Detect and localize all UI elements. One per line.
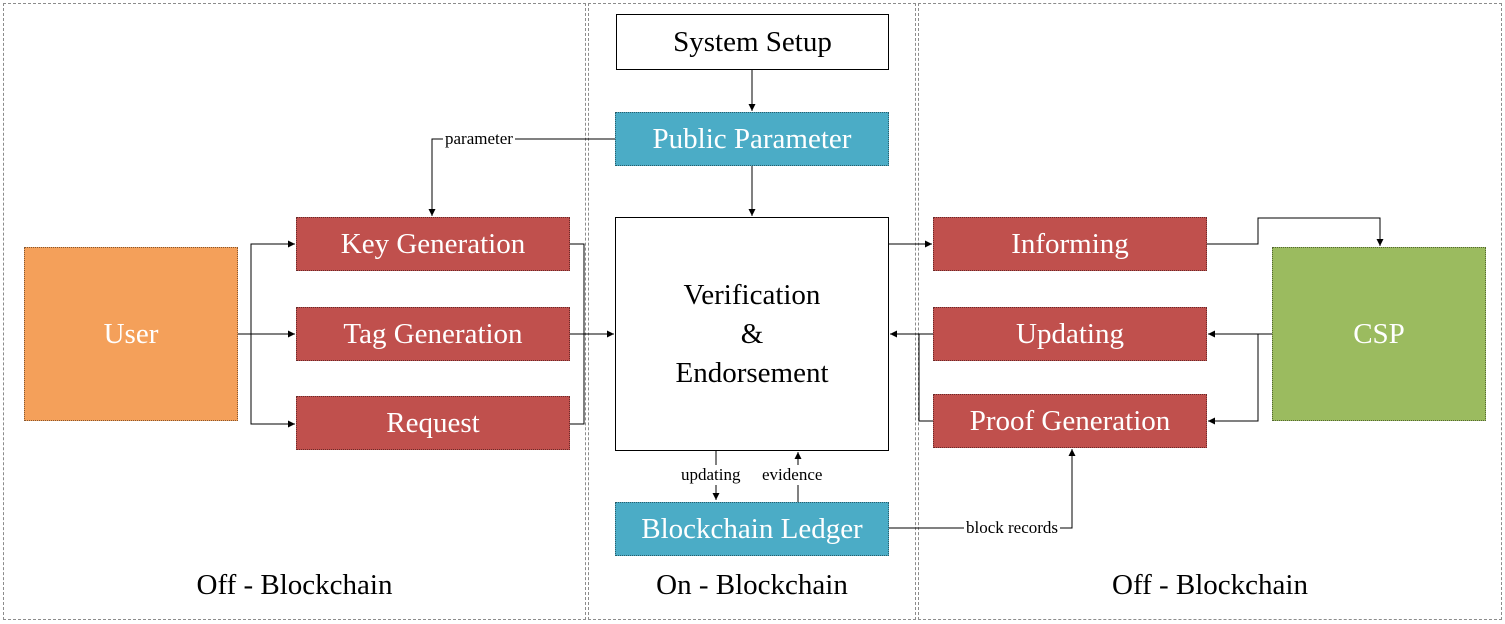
edge-label-evidence: evidence [760, 465, 825, 485]
public-parameter-label: Public Parameter [652, 122, 852, 155]
public-parameter-box: Public Parameter [615, 112, 889, 166]
tag-generation-box: Tag Generation [296, 307, 570, 361]
footer-on-blockchain: On - Blockchain [656, 569, 848, 601]
informing-label: Informing [1011, 227, 1129, 260]
edge-proof-out [918, 334, 933, 422]
request-box: Request [296, 396, 570, 450]
edge-csp-to-proof [1208, 334, 1259, 425]
verification-label-line1: Verification [683, 278, 821, 311]
informing-box: Informing [933, 217, 1207, 271]
edge-request-out [570, 334, 585, 425]
edge-label-updating: updating [679, 465, 743, 485]
updating-box: Updating [933, 307, 1207, 361]
request-label: Request [386, 406, 480, 439]
user-box: User [24, 247, 238, 421]
proof-generation-label: Proof Generation [969, 404, 1171, 437]
edge-label-parameter: parameter [443, 129, 515, 149]
user-label: User [103, 317, 159, 350]
key-generation-label: Key Generation [340, 227, 526, 260]
edge-parameter-to-keygen [428, 138, 615, 216]
verification-endorsement-box: Verification & Endorsement [615, 217, 889, 451]
proof-generation-box: Proof Generation [933, 394, 1207, 448]
region-on-blockchain [588, 3, 916, 620]
edge-user-to-keygen [250, 240, 295, 334]
blockchain-ledger-label: Blockchain Ledger [641, 512, 863, 545]
verification-label-line2: & [740, 317, 764, 350]
verification-label-line3: Endorsement [675, 356, 829, 389]
csp-label: CSP [1353, 317, 1405, 350]
edge-ledger-to-proof [889, 449, 1076, 529]
system-setup-label: System Setup [673, 25, 832, 58]
updating-label: Updating [1016, 317, 1124, 350]
edge-label-block-records: block records [964, 518, 1061, 538]
csp-box: CSP [1272, 247, 1486, 421]
blockchain-ledger-box: Blockchain Ledger [615, 502, 889, 556]
edge-user-to-request [250, 334, 295, 428]
key-generation-box: Key Generation [296, 217, 570, 271]
system-setup-box: System Setup [616, 14, 889, 70]
edge-informing-to-csp [1207, 217, 1384, 246]
footer-off-blockchain-left: Off - Blockchain [196, 569, 393, 601]
region-off-blockchain-left [3, 3, 586, 620]
footer-off-blockchain-right: Off - Blockchain [1112, 569, 1308, 601]
region-off-blockchain-right [918, 3, 1502, 620]
edge-keygen-out [570, 243, 585, 334]
tag-generation-label: Tag Generation [343, 317, 523, 350]
